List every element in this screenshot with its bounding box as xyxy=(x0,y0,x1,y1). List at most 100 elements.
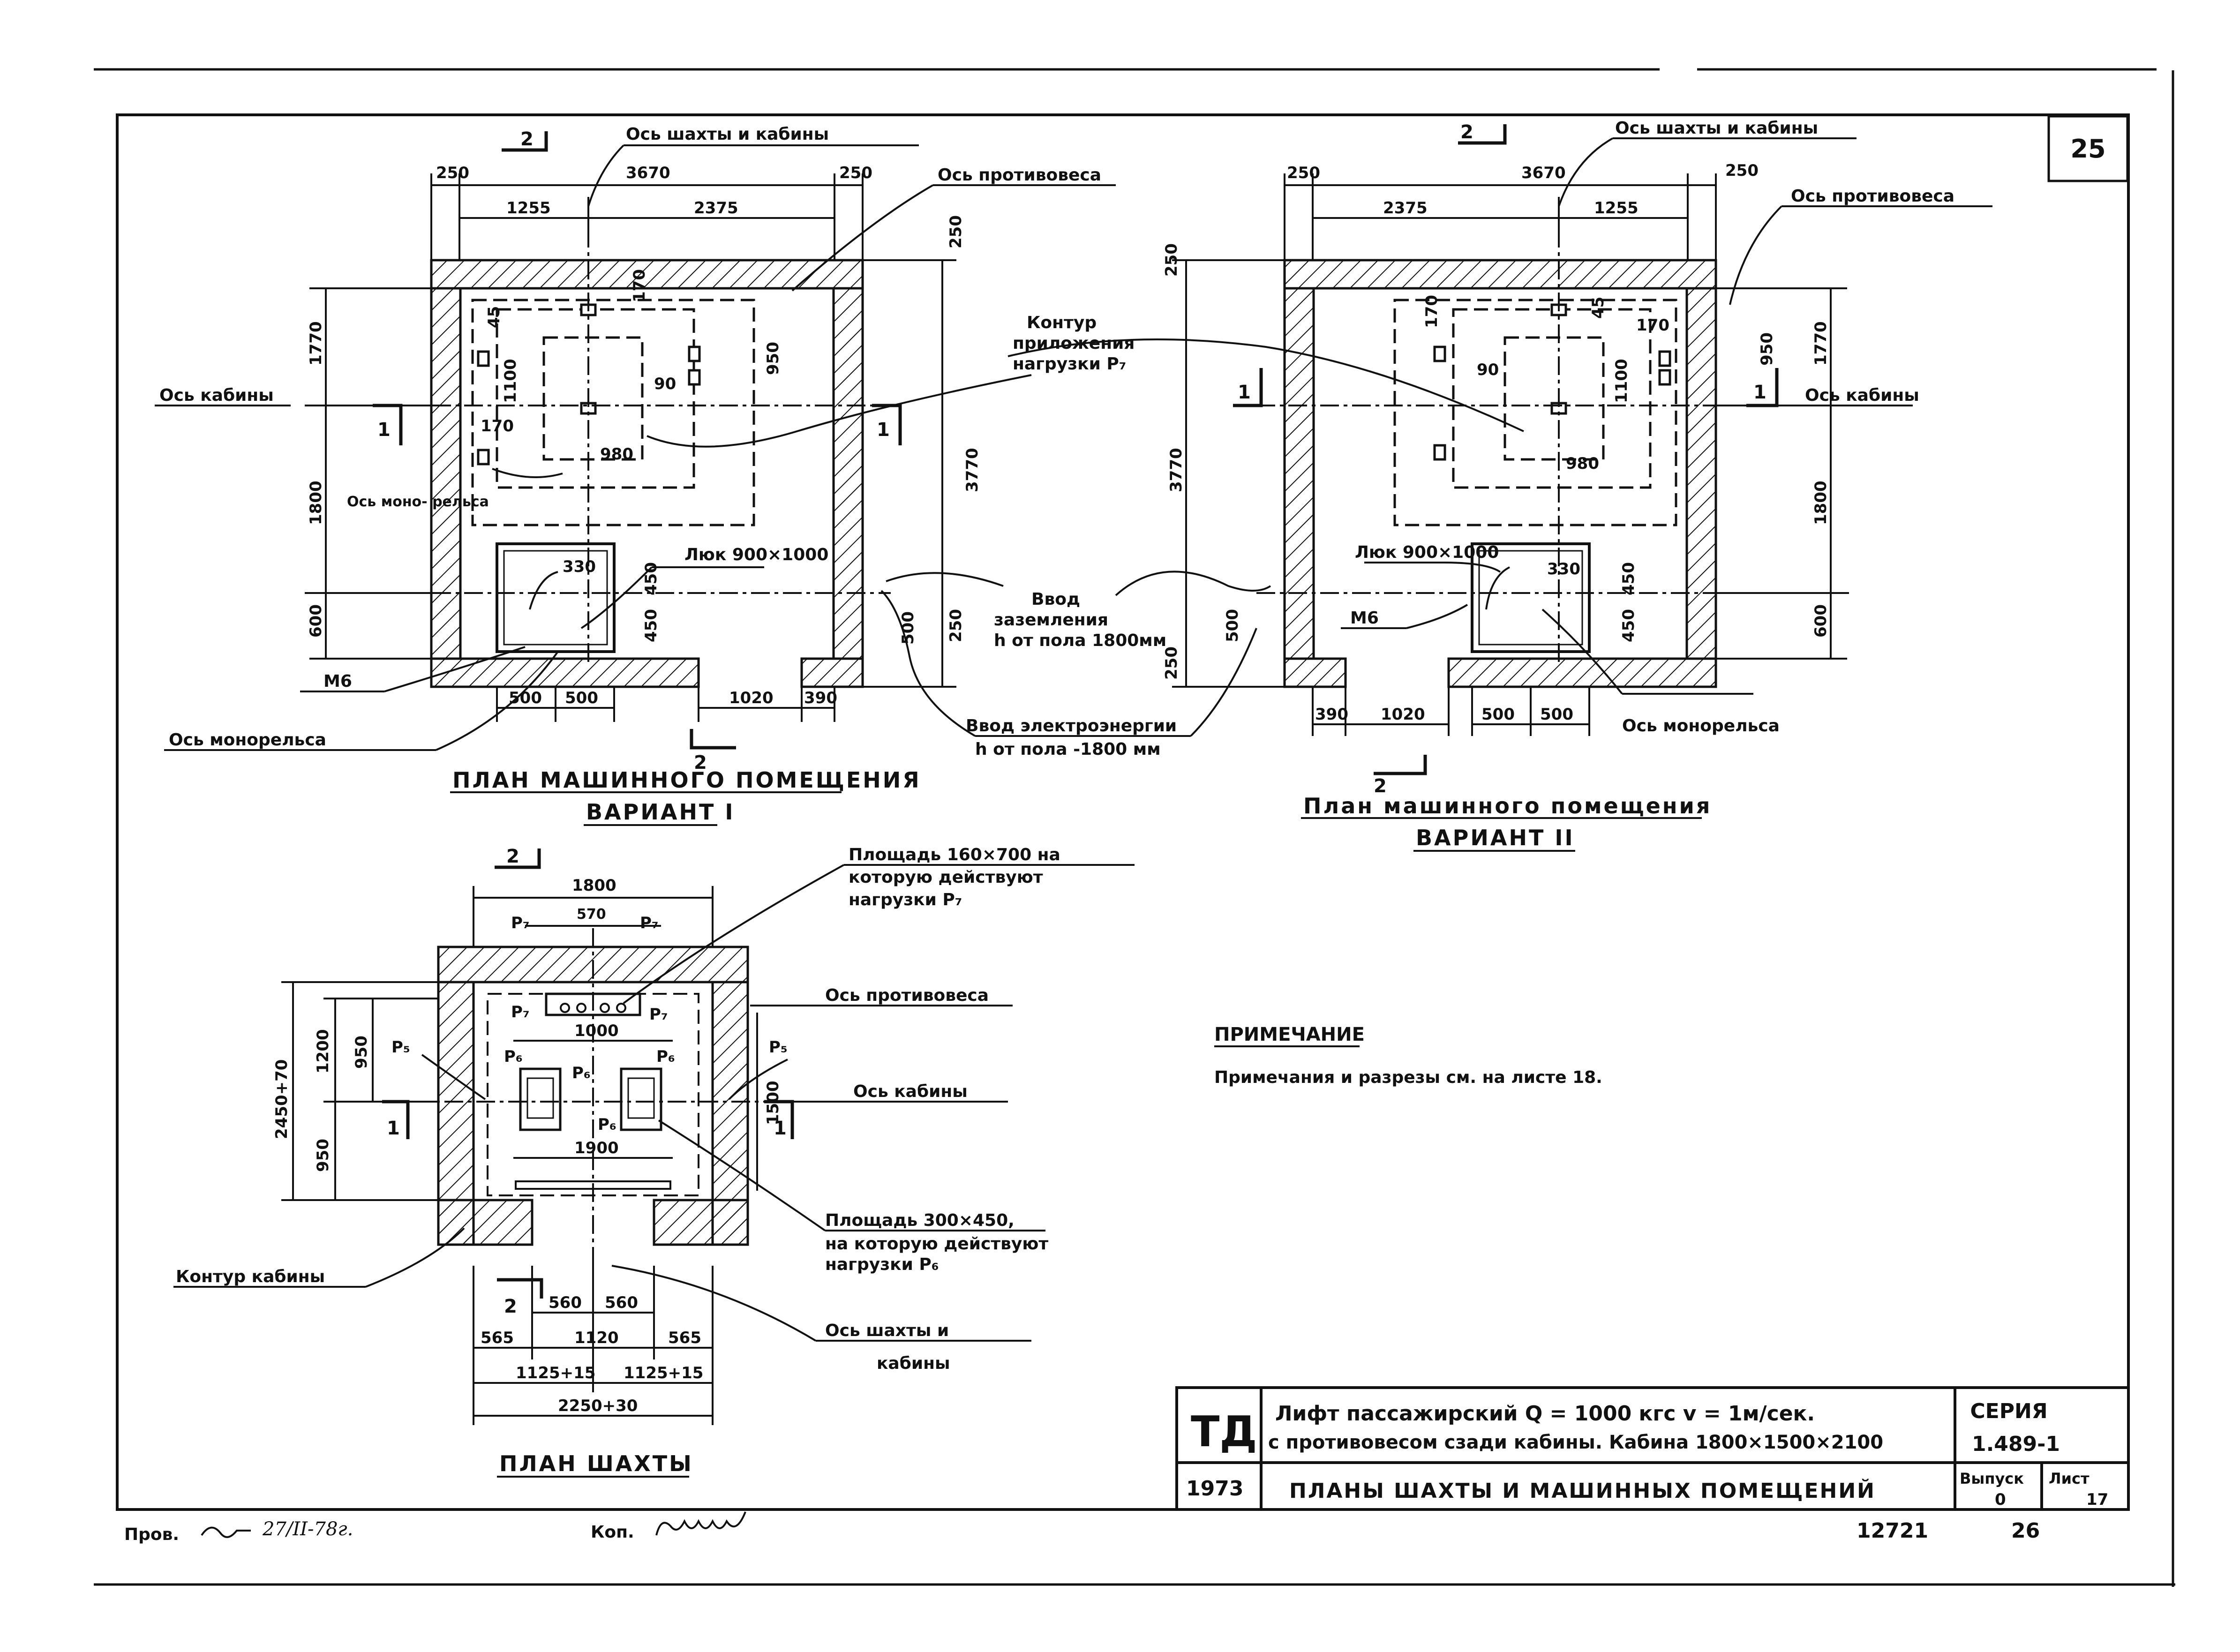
shaft-dim: 1200 xyxy=(314,1029,332,1074)
plan-2-hatch xyxy=(1471,542,1591,653)
shaft-dim: 1900 xyxy=(574,1139,619,1157)
title-block-year: 1973 xyxy=(1186,1477,1243,1501)
plan-1-section-left: 1 xyxy=(377,419,391,441)
title-block-logo: ТД xyxy=(1191,1407,1257,1457)
shaft-load: P₅ xyxy=(769,1038,788,1057)
checked-signature xyxy=(201,1526,251,1538)
shaft-load: P₇ xyxy=(511,914,530,932)
sheet-number-box xyxy=(2047,115,2129,182)
plan-1-dim: 170 xyxy=(481,417,514,436)
shaft-dim: 560 xyxy=(549,1293,582,1312)
plan-1-dim: 1770 xyxy=(307,321,325,366)
plan-2-dim: 250 xyxy=(1162,646,1181,680)
shaft-load: P₇ xyxy=(640,914,659,932)
shaft-dim: 1800 xyxy=(572,876,616,895)
plan-1-dim: 45 xyxy=(485,306,504,328)
counterweight-points xyxy=(560,1003,626,1013)
middle-notes: Контур приложения нагрузки P₇ Ввод зазем… xyxy=(646,313,1524,759)
plan-2-dim: 1100 xyxy=(1612,359,1631,403)
plan-2-hatch-label: Люк 900×1000 xyxy=(1355,543,1499,562)
shaft-dim: 1500 xyxy=(764,1081,782,1125)
issue-value: 0 xyxy=(1995,1490,2006,1509)
plan-2-section-left: 1 xyxy=(1238,382,1251,403)
title-block-line1: Лифт пассажирский Q = 1000 кгс v = 1м/се… xyxy=(1275,1402,1815,1426)
plan-1-dim: 1100 xyxy=(501,359,520,403)
checked-date: 27/II-78г. xyxy=(262,1518,353,1540)
plan-2-dim: 1770 xyxy=(1812,321,1830,366)
sheet-label: Лист xyxy=(2049,1470,2090,1487)
plan-2-dim: 1255 xyxy=(1594,199,1639,218)
plan-1-anchors xyxy=(477,303,701,466)
cabin-contour-label: Контур кабины xyxy=(176,1267,325,1286)
shaft-dim: 570 xyxy=(577,906,606,923)
plan-2-dim: 500 xyxy=(1223,609,1242,642)
plan-1-dim: 170 xyxy=(630,269,649,302)
plan-1-section-markers xyxy=(373,131,902,750)
plan-1-title: ПЛАН МАШИННОГО ПОМЕЩЕНИЯ xyxy=(452,767,921,793)
plan-2-anchors xyxy=(1433,303,1671,461)
plan-2-dim: 450 xyxy=(1619,562,1638,595)
plan-2-section-markers xyxy=(1233,124,1779,775)
plan-1-dim: 980 xyxy=(600,445,633,464)
shaft-section-right: 1 xyxy=(774,1118,787,1139)
plan-2-walls xyxy=(1283,259,1717,688)
plan-1-dim: 250 xyxy=(947,215,965,248)
plan-1-dim: 500 xyxy=(565,689,598,707)
shaft-dim: 1125+15 xyxy=(516,1364,595,1382)
plan-1-dim: 450 xyxy=(642,609,661,642)
plan-2-dimension-lines xyxy=(1172,173,1847,736)
note-text: Примечания и разрезы см. на листе 18. xyxy=(1214,1068,1602,1087)
plan-1-hatch xyxy=(496,542,616,653)
plan-2-dim: 450 xyxy=(1619,609,1638,642)
shaft-axis-label: Ось шахты и кабины xyxy=(825,1321,955,1373)
plan-1-dim: 500 xyxy=(509,689,542,707)
plan-1-m6-label: М6 xyxy=(323,672,352,691)
plan-1-dim: 250 xyxy=(839,164,872,182)
shaft-load: P₆ xyxy=(656,1047,675,1066)
plan-2-axis-counterweight-label: Ось противовеса xyxy=(1791,187,1954,206)
trim-lines xyxy=(94,68,2175,1587)
sheet-frame xyxy=(116,113,2130,1511)
shaft-leaders xyxy=(173,864,1135,1342)
plan-1-dim: 250 xyxy=(947,609,965,642)
doc-number: 12721 xyxy=(1857,1519,1928,1543)
plan-2-axis-shaft-label: Ось шахты и кабины xyxy=(1615,119,1818,138)
series-label: СЕРИЯ xyxy=(1970,1399,2047,1423)
plan-1-dim: 2375 xyxy=(694,199,738,218)
plan-1-dimension-lines xyxy=(309,173,956,722)
area-top-label: Площадь 160×700 на которую действуют наг… xyxy=(849,845,1066,909)
checked-label: Пров. xyxy=(124,1525,179,1544)
plan-1-axis-counterweight-label: Ось противовеса xyxy=(938,165,1101,185)
shaft-dim: 1000 xyxy=(574,1021,619,1040)
sheet-value: 17 xyxy=(2086,1490,2108,1509)
shaft-load: P₅ xyxy=(391,1038,410,1057)
plan-2-dim: 3670 xyxy=(1521,164,1566,182)
plan-1-walls xyxy=(430,259,864,688)
plan-1-variant: ВАРИАНТ I xyxy=(586,799,735,825)
load-contour-label: Контур приложения нагрузки P₇ xyxy=(1013,313,1141,374)
plan-2-dim: 980 xyxy=(1566,454,1599,473)
shaft-dim: 1125+15 xyxy=(624,1364,703,1382)
power-label: Ввод электроэнергии h от пола -1800 мм xyxy=(966,716,1183,759)
copied-signature xyxy=(655,1511,746,1536)
plan-2-dim: 600 xyxy=(1812,604,1830,638)
plan-2-dim: 250 xyxy=(1725,161,1759,180)
plan-2-dim: 170 xyxy=(1422,295,1441,328)
plan-1-dim: 600 xyxy=(307,604,325,638)
copied-label: Коп. xyxy=(591,1523,634,1542)
shaft-cabin-axis-label: Ось кабины xyxy=(853,1082,968,1101)
issue-label: Выпуск xyxy=(1960,1470,2024,1487)
sheet-number: 25 xyxy=(2070,134,2105,164)
shaft-section-left: 1 xyxy=(387,1118,400,1139)
plan-2-dim: 500 xyxy=(1540,705,1573,724)
plan-1-axis-cabin-label: Ось кабины xyxy=(159,386,274,405)
plan-2-section-bottom: 2 xyxy=(1374,775,1387,797)
plan-2-m6-label: М6 xyxy=(1350,608,1379,628)
plan-1-section-top: 2 xyxy=(520,128,534,150)
plan-2: 2 2 1 1 250 3670 250 2375 1255 250 3770 … xyxy=(1162,119,1992,852)
plan-2-dim: 390 xyxy=(1315,705,1348,724)
note: ПРИМЕЧАНИЕ Примечания и разрезы см. на л… xyxy=(1214,1024,1602,1087)
plan-2-dim: 90 xyxy=(1477,360,1499,379)
shaft-dim: 565 xyxy=(481,1329,514,1347)
shaft-plan-title: ПЛАН ШАХТЫ xyxy=(499,1451,693,1476)
